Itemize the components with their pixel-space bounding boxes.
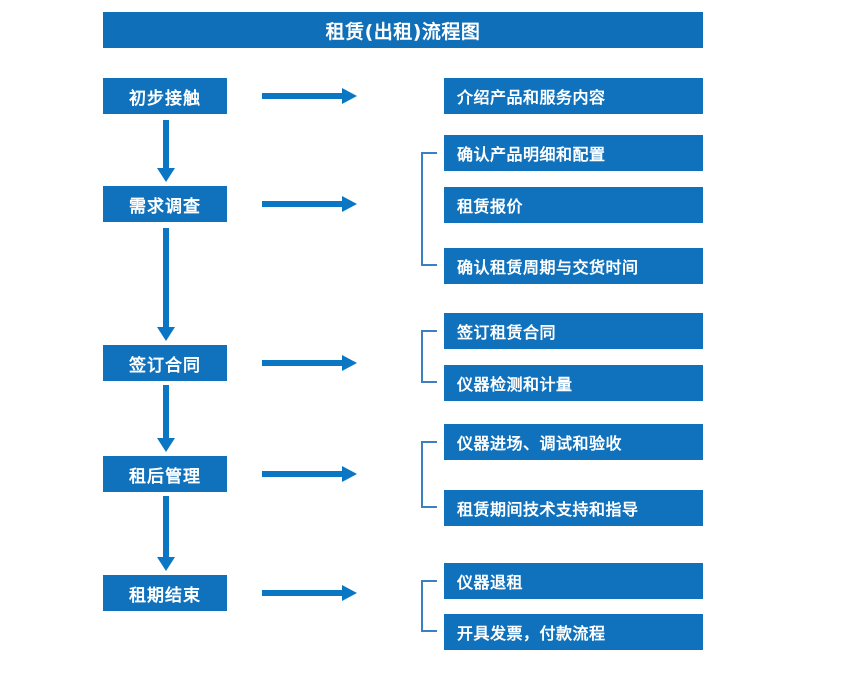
arrow-shaft xyxy=(262,201,342,207)
horizontal-arrow-5 xyxy=(262,584,357,602)
detail-box-sign-rental-contract[interactable]: 签订租赁合同 xyxy=(444,313,703,349)
vertical-arrow-1 xyxy=(157,120,175,182)
stage-box-sign-contract[interactable]: 签订合同 xyxy=(103,345,227,381)
vertical-arrow-3 xyxy=(157,385,175,452)
detail-box-confirm-product-details[interactable]: 确认产品明细和配置 xyxy=(444,135,703,171)
stage-box-rental-end[interactable]: 租期结束 xyxy=(103,575,227,611)
group-bracket-post-rental xyxy=(421,441,437,508)
arrow-shaft xyxy=(262,360,342,366)
detail-box-technical-support[interactable]: 租赁期间技术支持和指导 xyxy=(444,490,703,526)
group-bracket-rental-end xyxy=(421,580,437,632)
detail-box-confirm-rental-period[interactable]: 确认租赁周期与交货时间 xyxy=(444,248,703,284)
detail-box-instrument-installation[interactable]: 仪器进场、调试和验收 xyxy=(444,424,703,460)
page-title: 租赁(出租)流程图 xyxy=(103,12,703,48)
arrow-shaft xyxy=(262,93,342,99)
arrow-head-right-icon xyxy=(342,355,357,371)
arrow-shaft xyxy=(262,590,342,596)
group-bracket-sign-contract xyxy=(421,330,437,383)
detail-box-instrument-inspection[interactable]: 仪器检测和计量 xyxy=(444,365,703,401)
arrow-shaft xyxy=(163,385,169,438)
arrow-head-down-icon xyxy=(157,168,175,182)
detail-box-introduce-products[interactable]: 介绍产品和服务内容 xyxy=(444,78,703,114)
horizontal-arrow-3 xyxy=(262,354,357,372)
arrow-shaft xyxy=(262,471,342,477)
arrow-head-right-icon xyxy=(342,196,357,212)
arrow-head-right-icon xyxy=(342,88,357,104)
vertical-arrow-2 xyxy=(157,228,175,341)
arrow-head-down-icon xyxy=(157,557,175,571)
arrow-head-right-icon xyxy=(342,466,357,482)
horizontal-arrow-4 xyxy=(262,465,357,483)
horizontal-arrow-1 xyxy=(262,87,357,105)
group-bracket-needs-survey xyxy=(421,152,437,266)
arrow-head-down-icon xyxy=(157,327,175,341)
stage-box-initial-contact[interactable]: 初步接触 xyxy=(103,78,227,114)
arrow-shaft xyxy=(163,120,169,168)
vertical-arrow-4 xyxy=(157,496,175,571)
arrow-shaft xyxy=(163,496,169,557)
detail-box-instrument-return[interactable]: 仪器退租 xyxy=(444,563,703,599)
horizontal-arrow-2 xyxy=(262,195,357,213)
arrow-head-right-icon xyxy=(342,585,357,601)
stage-box-needs-survey[interactable]: 需求调查 xyxy=(103,186,227,222)
detail-box-invoice-payment[interactable]: 开具发票，付款流程 xyxy=(444,614,703,650)
arrow-shaft xyxy=(163,228,169,327)
arrow-head-down-icon xyxy=(157,438,175,452)
stage-box-post-rental-management[interactable]: 租后管理 xyxy=(103,456,227,492)
detail-box-rental-quotation[interactable]: 租赁报价 xyxy=(444,187,703,223)
